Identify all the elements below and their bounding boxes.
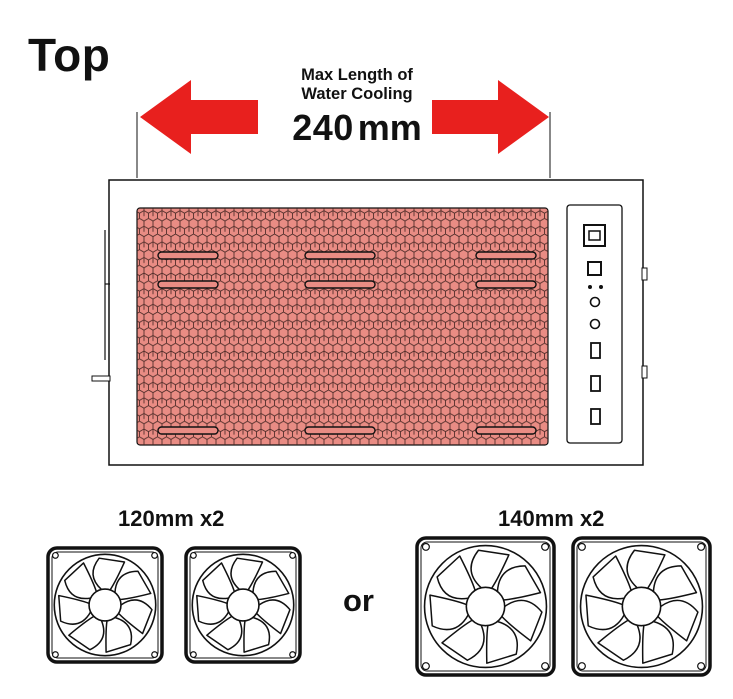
fan-icon [415, 536, 556, 677]
caption-line-2: Water Cooling [301, 85, 413, 103]
right-arrow-icon [432, 80, 549, 154]
measurement-caption: Max Length of Water Cooling [262, 66, 452, 104]
mic-jack-icon [589, 318, 601, 330]
measurement-number: 240 [292, 107, 354, 148]
fan-icon [184, 546, 302, 664]
fan-option-label-120: 120mm x2 [118, 506, 225, 531]
mesh-filter [136, 207, 549, 446]
front-io-panel [566, 204, 623, 444]
reset-button-icon [587, 261, 602, 276]
measurement-unit: mm [357, 107, 422, 148]
fan-icon [571, 536, 712, 677]
or-separator: or [343, 583, 374, 618]
left-arrow-icon [140, 80, 258, 154]
audio-jack-icon [589, 296, 601, 308]
usb-port-icon [590, 375, 601, 392]
usb-port-icon [590, 408, 601, 425]
fan-icon [46, 546, 164, 664]
power-button-icon [583, 224, 606, 247]
page-title: Top [28, 29, 111, 81]
usb-port-icon [590, 342, 601, 359]
fan-option-label-140: 140mm x2 [498, 506, 605, 531]
caption-line-1: Max Length of [301, 66, 413, 84]
